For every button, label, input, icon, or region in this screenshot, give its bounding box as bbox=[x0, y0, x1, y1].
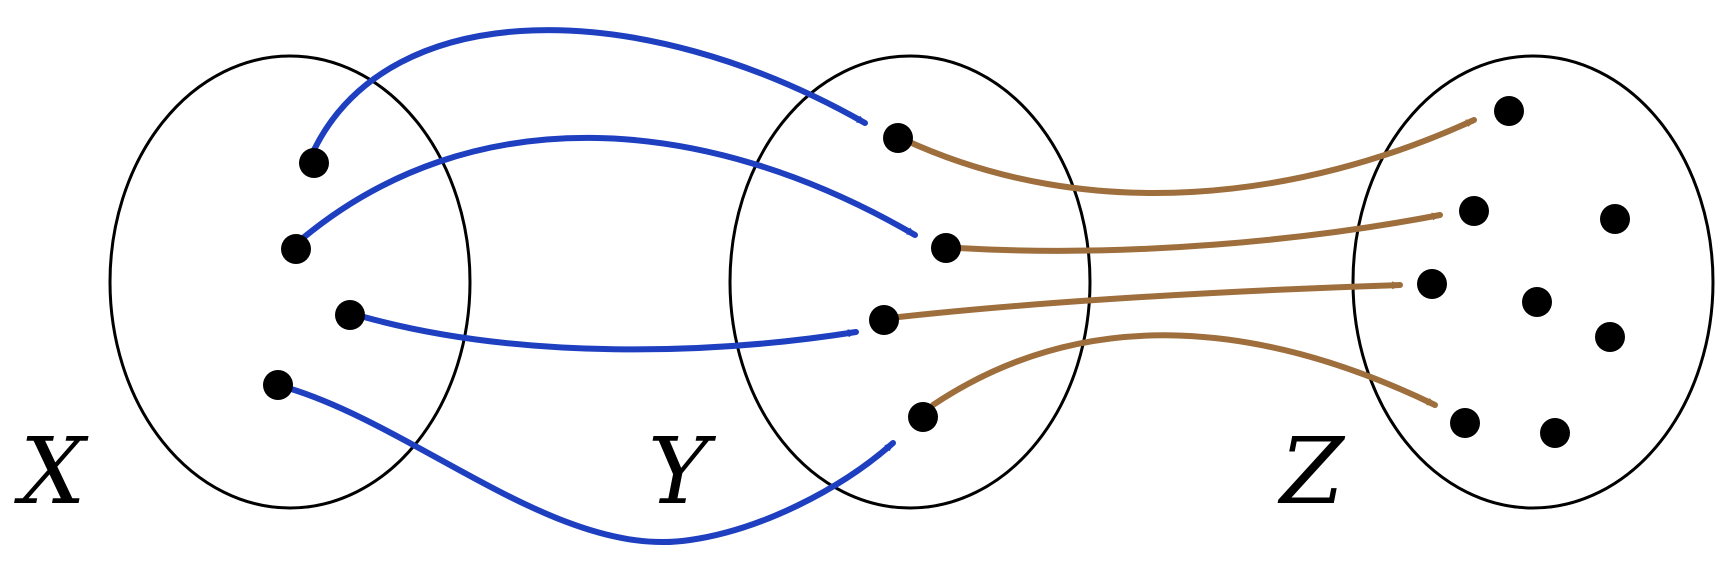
z-element-5 bbox=[1600, 204, 1630, 234]
set-y-elements bbox=[869, 123, 961, 432]
arrow-x4-to-y4 bbox=[285, 385, 896, 545]
x-element-4 bbox=[263, 370, 293, 400]
set-x-ellipse bbox=[108, 54, 472, 510]
arrow-x2-to-y2 bbox=[300, 134, 918, 241]
arrow-y4-to-z4 bbox=[930, 332, 1438, 408]
arrow-x1-to-y1 bbox=[311, 27, 868, 153]
x-element-2 bbox=[281, 234, 311, 264]
y-element-2 bbox=[931, 233, 961, 263]
set-y-label: Y bbox=[648, 418, 717, 525]
set-z-ellipse bbox=[1351, 54, 1715, 510]
z-element-7 bbox=[1595, 322, 1625, 352]
mapping-y-to-z bbox=[887, 117, 1477, 408]
arrow-x3-to-y3 bbox=[361, 314, 859, 353]
z-element-2 bbox=[1459, 196, 1489, 226]
arrow-y1-to-z1 bbox=[902, 117, 1477, 196]
arrow-y2-to-z2 bbox=[955, 212, 1443, 254]
y-element-4 bbox=[908, 402, 938, 432]
set-y-ellipse bbox=[728, 54, 1092, 510]
set-z-elements bbox=[1417, 96, 1630, 448]
set-x-elements bbox=[263, 148, 365, 400]
z-element-8 bbox=[1540, 418, 1570, 448]
x-element-3 bbox=[335, 300, 365, 330]
set-x-label: X bbox=[14, 418, 89, 525]
y-element-1 bbox=[883, 123, 913, 153]
arrow-y3-to-z3 bbox=[887, 281, 1403, 321]
set-z-label: Z bbox=[1277, 418, 1346, 525]
x-element-1 bbox=[299, 148, 329, 178]
z-element-3 bbox=[1417, 269, 1447, 299]
mapping-x-to-y bbox=[285, 27, 918, 545]
z-element-6 bbox=[1522, 287, 1552, 317]
z-element-4 bbox=[1450, 408, 1480, 438]
z-element-1 bbox=[1494, 96, 1524, 126]
y-element-3 bbox=[869, 305, 899, 335]
